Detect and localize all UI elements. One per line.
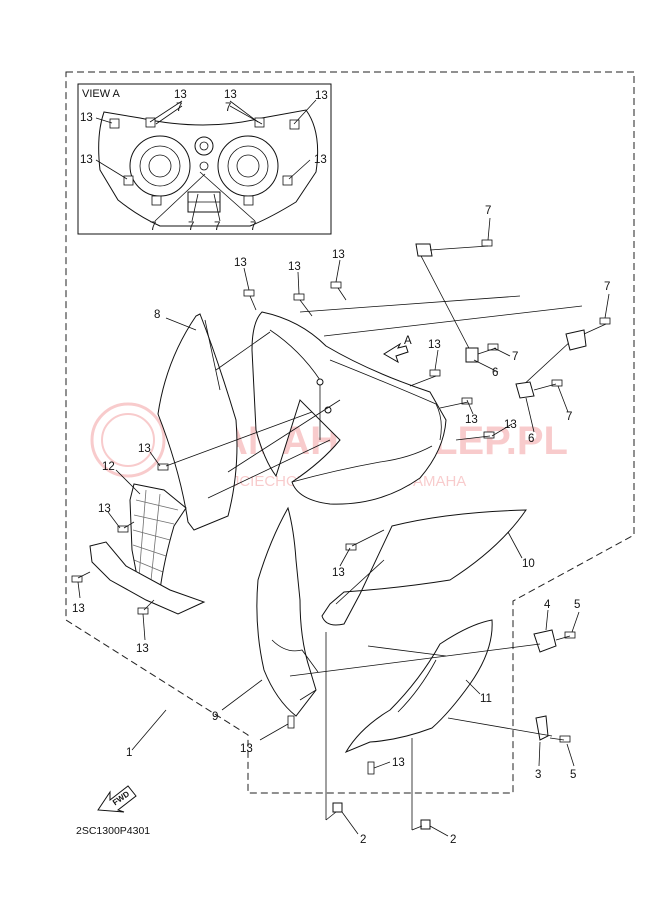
callout-2-b: 2	[450, 834, 456, 846]
callout-11: 11	[480, 693, 492, 705]
nut-part-2-a	[332, 802, 343, 813]
view-a-inset: VIEW A	[77, 83, 332, 235]
windscreen-part-8	[157, 313, 238, 531]
clip-part-3	[535, 715, 549, 741]
callout-7-top: 7	[485, 205, 491, 217]
callout-13-7: 13	[138, 443, 151, 455]
left-lamp-ring	[129, 135, 191, 197]
callout-7-right: 7	[604, 281, 610, 293]
front-panel-part-10	[321, 509, 527, 626]
side-panel-part-9	[256, 506, 317, 717]
callout-13-c: 13	[224, 89, 237, 101]
callout-13-4: 13	[428, 339, 441, 351]
callout-13-d: 13	[315, 90, 328, 102]
callout-13-10: 13	[136, 643, 149, 655]
callout-7-b: 7	[225, 102, 231, 114]
callout-13-e: 13	[80, 154, 93, 166]
diagram-code: 2SC1300P4301	[76, 825, 150, 837]
callout-3: 3	[535, 769, 541, 781]
fwd-arrow: FWD	[97, 785, 137, 813]
position-lamp	[194, 136, 214, 156]
callout-13-9: 13	[72, 603, 85, 615]
left-lower-cover	[89, 541, 206, 615]
callout-7-e: 7	[214, 221, 220, 233]
callout-7-mid: 7	[512, 351, 518, 363]
clip-part-4	[533, 629, 557, 653]
right-lamp-ring	[217, 135, 279, 197]
callout-13-8: 13	[98, 503, 111, 515]
callout-13-b: 13	[174, 89, 187, 101]
callout-13-13: 13	[392, 757, 405, 769]
assembly-guide-lines	[77, 245, 607, 831]
callout-7-lower: 7	[566, 411, 572, 423]
nut-part-2-b	[420, 819, 431, 830]
arrow-label: A	[404, 335, 412, 347]
callout-5-a: 5	[574, 599, 580, 611]
view-a-title: VIEW A	[82, 88, 121, 100]
callout-4: 4	[544, 599, 551, 611]
bracket-part-6-a	[415, 243, 479, 363]
view-direction-arrow: A	[383, 335, 412, 364]
callout-7-a: 7	[176, 102, 182, 114]
callout-9: 9	[212, 711, 218, 723]
callout-7-d: 7	[188, 221, 194, 233]
callout-13-5: 13	[465, 414, 478, 426]
callout-1: 1	[126, 747, 132, 759]
callout-13-1: 13	[234, 257, 247, 269]
callout-13-12: 13	[240, 743, 253, 755]
callout-6-a: 6	[492, 367, 498, 379]
callout-8: 8	[154, 309, 160, 321]
callout-13-2: 13	[288, 261, 301, 273]
callout-5-b: 5	[570, 769, 576, 781]
callout-13-11: 13	[332, 567, 345, 579]
callouts: 7 7 13 13 13 8 13 7 6 13 7 6 13 13 12 13…	[72, 205, 610, 846]
callout-7-c: 7	[150, 221, 156, 233]
headlight-cowling-part-1	[251, 311, 447, 505]
callout-13-3: 13	[332, 249, 345, 261]
assembly-boundary	[65, 71, 635, 794]
bracket-part-6-b	[515, 329, 587, 399]
callout-13-6: 13	[504, 419, 517, 431]
callout-10: 10	[522, 558, 535, 570]
callout-6-b: 6	[528, 433, 534, 445]
callout-13-a: 13	[80, 112, 93, 124]
callout-7-f: 7	[250, 221, 256, 233]
callout-13-f: 13	[314, 154, 327, 166]
callout-2-a: 2	[360, 834, 366, 846]
side-cover-part-11	[344, 619, 493, 754]
callout-12: 12	[102, 461, 115, 473]
callout-leaders	[77, 217, 610, 837]
